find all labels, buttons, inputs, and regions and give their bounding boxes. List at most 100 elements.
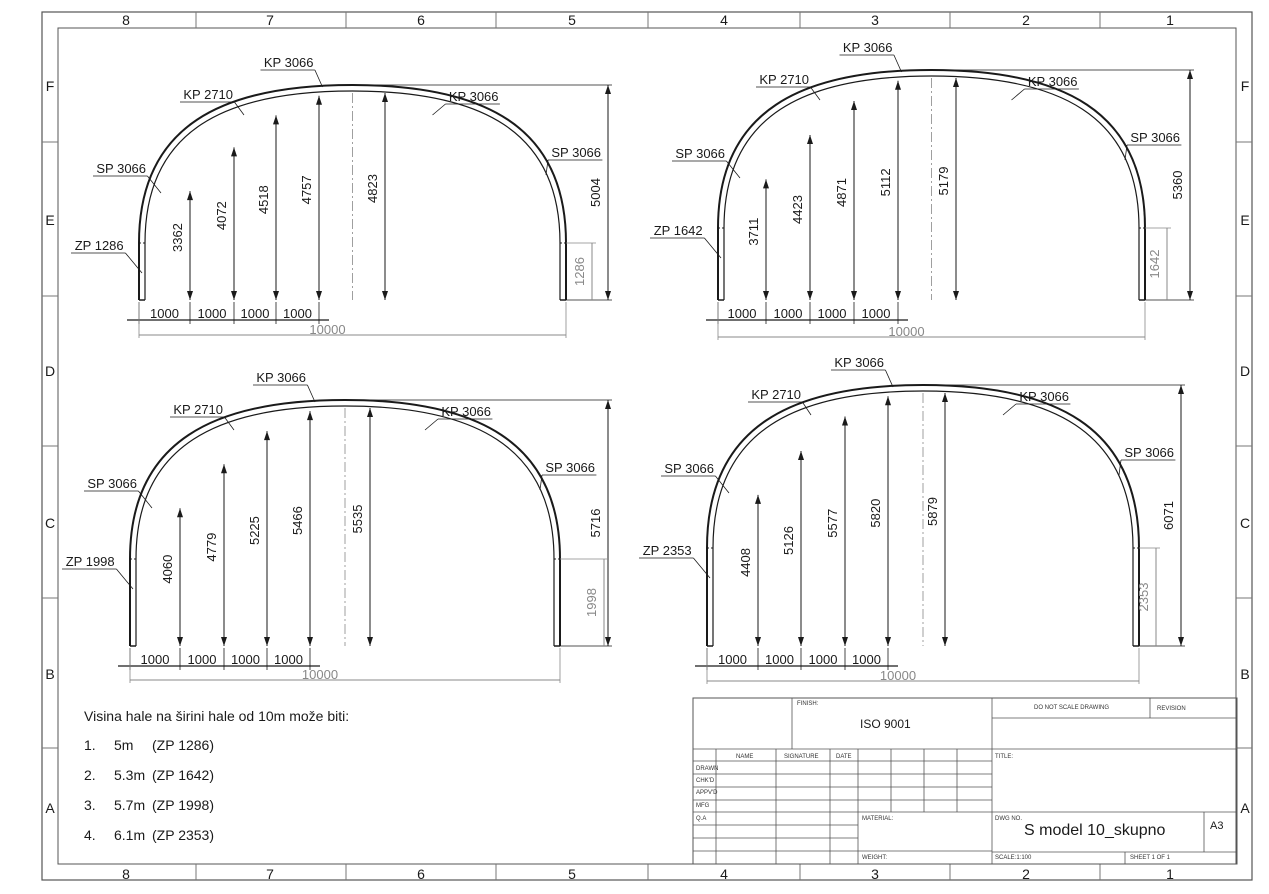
column-label: 2 [1022, 866, 1030, 882]
leader-line [125, 252, 143, 274]
item-zp: (ZP 2353) [152, 827, 214, 843]
height-dimension: 4423 [790, 195, 805, 224]
leader-line [147, 175, 162, 194]
row-label: B [1240, 666, 1249, 682]
member-label: KP 2710 [183, 87, 233, 102]
height-dimension: 3711 [746, 218, 761, 246]
item-number: 2. [84, 767, 96, 783]
spacing-dimension: 1000 [765, 652, 794, 667]
arrowhead [842, 637, 848, 646]
arrowhead [177, 637, 183, 646]
row-label: F [1241, 78, 1250, 94]
date-column-header: DATE [836, 754, 852, 760]
row-label: D [1240, 363, 1250, 379]
arch-inner-profile [723, 75, 1140, 300]
height-dimension: 5466 [290, 506, 305, 535]
leader-line [432, 103, 446, 116]
height-dimension: 4518 [256, 185, 271, 214]
item-zp: (ZP 1286) [152, 737, 214, 753]
member-label: ZP 1998 [66, 554, 115, 569]
leader-line [1118, 459, 1122, 476]
span-dimension: 10000 [888, 324, 924, 339]
arrowhead [221, 637, 227, 646]
material-label: MATERIAL: [862, 816, 894, 822]
arrowhead [231, 147, 237, 157]
spacing-dimension: 1000 [274, 652, 303, 667]
member-label: ZP 2353 [643, 543, 692, 558]
spacing-dimension: 1000 [774, 306, 803, 321]
leader-line [885, 369, 894, 388]
wall-height-dimension: 1286 [572, 257, 587, 286]
list-item: 1. 5m (ZP 1286) [84, 737, 684, 767]
spacing-dimension: 1000 [198, 306, 227, 321]
item-number: 3. [84, 797, 96, 813]
row-label: B [45, 666, 54, 682]
spacing-dimension: 1000 [862, 306, 891, 321]
arrowhead [1178, 385, 1184, 394]
member-label: KP 2710 [751, 387, 801, 402]
height-dimension: 4823 [365, 174, 380, 203]
arrowhead [605, 85, 611, 94]
member-label: KP 3066 [1028, 74, 1078, 89]
row-label-approved: APPV'D [696, 790, 718, 796]
arrowhead [231, 291, 237, 300]
arrowhead [316, 95, 322, 105]
leader-line [810, 86, 821, 101]
list-item: 4.6.1m(ZP 2353) [84, 827, 684, 857]
notes-title: Visina hale na širini hale od 10m može b… [84, 708, 350, 724]
member-label: SP 3066 [1130, 130, 1180, 145]
arrowhead [605, 400, 611, 409]
arrowhead [942, 393, 948, 402]
column-label: 5 [568, 12, 576, 28]
column-label: 5 [568, 866, 576, 882]
item-height: 5.7m [114, 797, 146, 813]
signature-column-header: SIGNATURE [784, 754, 819, 760]
arrowhead [367, 637, 373, 646]
item-height: 5m [114, 737, 134, 753]
arrowhead [885, 396, 891, 406]
row-label: C [1240, 515, 1250, 531]
title-label: TITLE: [995, 754, 1014, 760]
member-label: SP 3066 [96, 161, 146, 176]
dwg-no-label: DWG NO. [995, 816, 1022, 822]
spacing-dimension: 1000 [852, 652, 881, 667]
arrowhead [763, 179, 769, 189]
finish-label: FINISH: [797, 701, 819, 707]
arch-inner-profile [144, 90, 561, 300]
arrowhead [273, 115, 279, 125]
spacing-dimension: 1000 [818, 306, 847, 321]
title-block-frame [692, 697, 1238, 865]
leader-line [539, 474, 543, 491]
column-label: 6 [417, 866, 425, 882]
arch-inner-profile [135, 405, 555, 646]
member-label: KP 3066 [449, 89, 499, 104]
arch-inner-profile [712, 390, 1134, 646]
item-height: 6.1m [114, 827, 146, 843]
row-label: A [45, 800, 55, 816]
column-label: 1 [1166, 866, 1174, 882]
arrowhead [755, 637, 761, 646]
arrowhead [605, 637, 611, 646]
span-dimension: 10000 [309, 322, 345, 337]
leader-line [224, 416, 235, 431]
member-label: ZP 1642 [654, 223, 703, 238]
column-label: 2 [1022, 12, 1030, 28]
arrowhead [187, 191, 193, 201]
arrowhead [763, 291, 769, 300]
leader-line [138, 490, 153, 509]
height-dimension: 3362 [170, 223, 185, 252]
sheet-size: A3 [1210, 820, 1224, 832]
arrowhead [798, 637, 804, 646]
height-dimension: 5535 [350, 505, 365, 534]
leader-line [116, 568, 134, 590]
item-number: 1. [84, 737, 96, 753]
arrowhead [755, 494, 761, 504]
leader-line [693, 557, 711, 579]
column-label: 3 [871, 12, 879, 28]
arrowhead [367, 408, 373, 417]
leader-line [704, 237, 722, 259]
leader-line [234, 101, 245, 116]
column-label: 7 [266, 866, 274, 882]
